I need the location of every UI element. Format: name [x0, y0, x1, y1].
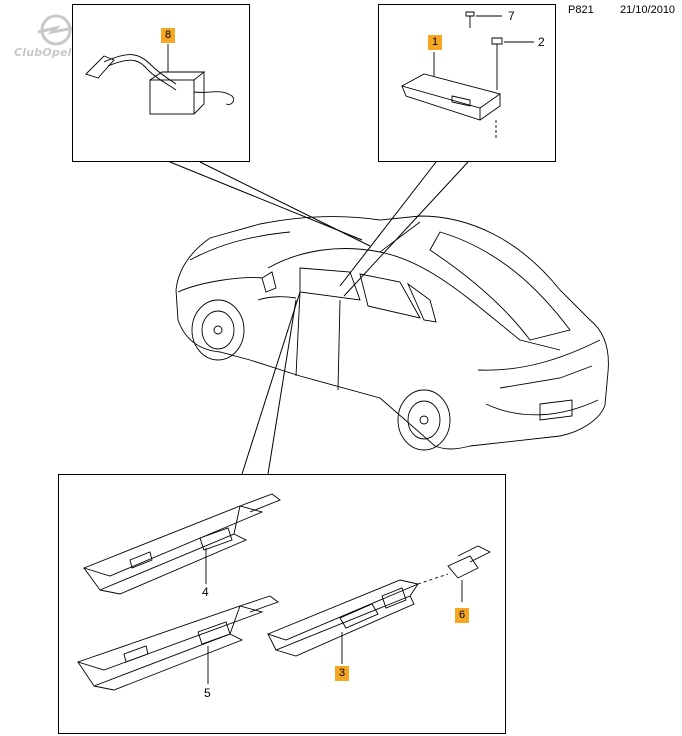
- inset-box-top-right: [378, 4, 556, 162]
- diagram-date: 21/10/2010: [620, 4, 676, 16]
- callout-tag-1: 1: [428, 35, 442, 50]
- diagram-code: P821: [568, 4, 594, 16]
- car-illustration: [175, 215, 609, 451]
- callout-tag-6: 6: [455, 608, 469, 623]
- callout-number-7: 7: [508, 9, 515, 23]
- callout-number-2: 2: [538, 35, 545, 49]
- leader-lines: [169, 161, 469, 475]
- inset-box-bottom: [58, 474, 506, 734]
- callout-number-4: 4: [202, 585, 209, 599]
- callout-tag-8: 8: [161, 28, 175, 43]
- opel-logo-icon: [37, 14, 75, 46]
- callout-number-5: 5: [204, 686, 211, 700]
- callout-tag-3: 3: [335, 666, 349, 681]
